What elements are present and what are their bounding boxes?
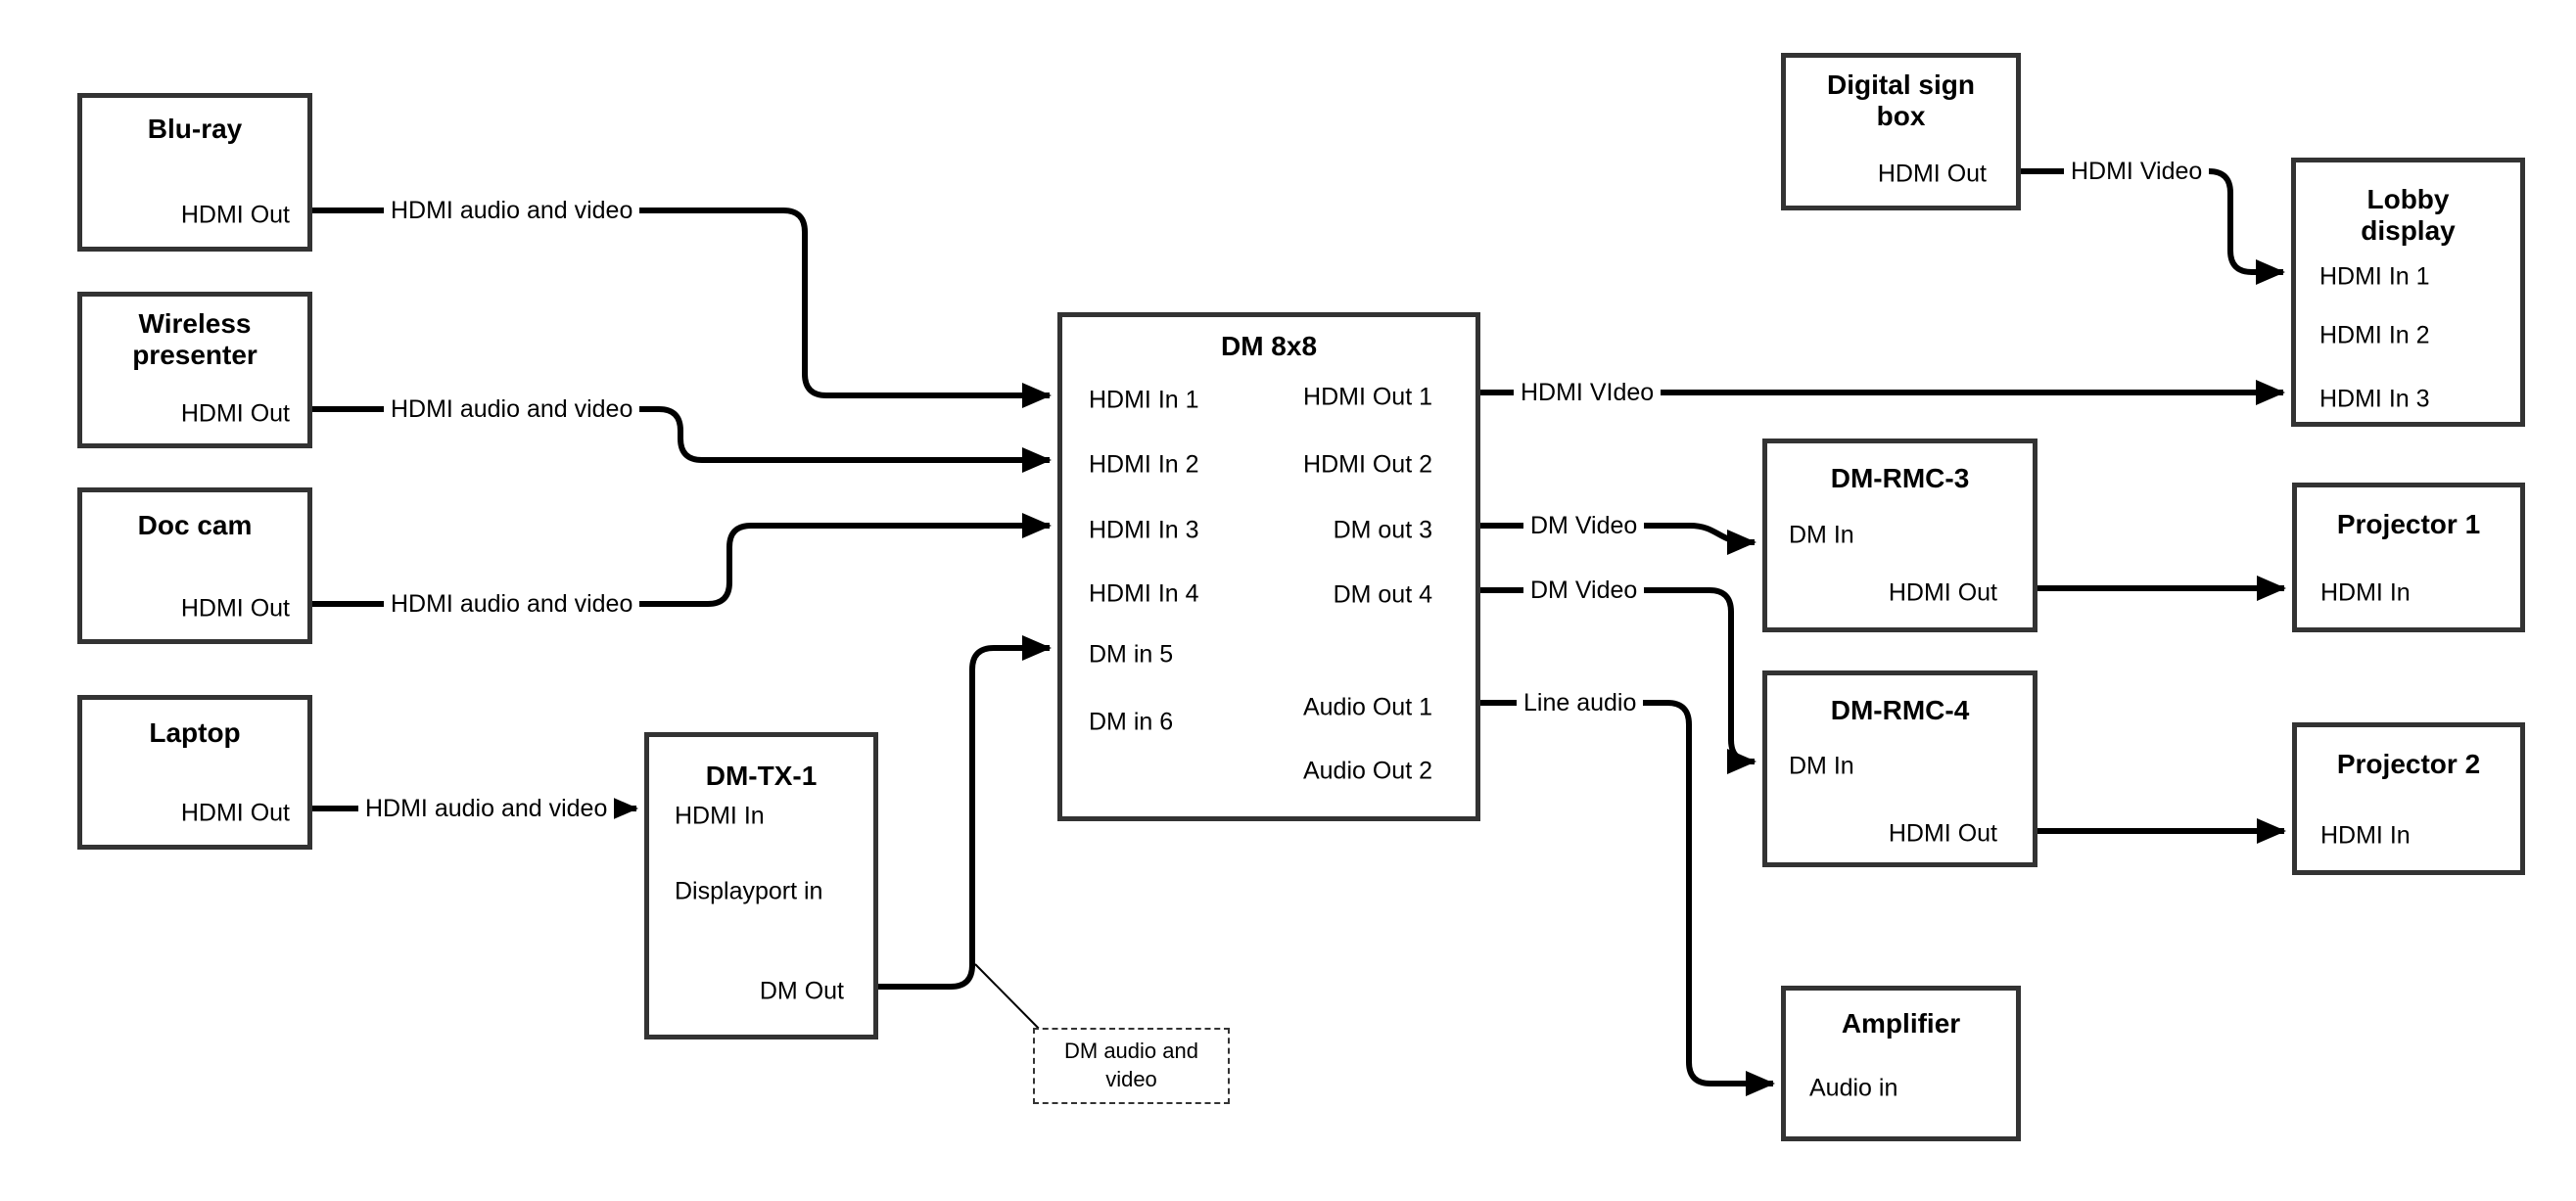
- port-dm8x8-hdmi-out-2: HDMI Out 2: [1303, 450, 1432, 479]
- port-lobby-hdmi-in-2: HDMI In 2: [2319, 321, 2430, 349]
- node-title-dmtx1: DM-TX-1: [705, 761, 818, 791]
- wire-label-laptop-to-dmtx1: HDMI audio and video: [358, 792, 615, 825]
- port-proj2-hdmi-in: HDMI In: [2320, 821, 2411, 850]
- port-dm8x8-dm-in-5: DM in 5: [1089, 640, 1174, 669]
- node-title-dmrmc3: DM-RMC-3: [1830, 463, 1970, 493]
- node-title-laptop: Laptop: [149, 717, 241, 748]
- connection-digitalsign-to-lobby: [2021, 168, 2285, 285]
- port-proj1-hdmi-in: HDMI In: [2320, 578, 2411, 607]
- connection-doccam-to-dm8x8: [312, 513, 1052, 607]
- wire-label-doccam-to-dm8x8: HDMI audio and video: [384, 587, 640, 621]
- node-title-dmrmc4: DM-RMC-4: [1830, 695, 1970, 725]
- annotation-note-text: DM audio and video: [1064, 1039, 1198, 1091]
- port-lobby-hdmi-in-3: HDMI In 3: [2319, 385, 2430, 413]
- port-lobby-hdmi-in-1: HDMI In 1: [2319, 262, 2430, 291]
- note-callout-line: [974, 963, 1051, 1040]
- port-amplifier-audio-in: Audio in: [1809, 1074, 1898, 1102]
- node-title-bluray: Blu-ray: [147, 114, 243, 144]
- port-dmrmc3-hdmi-out: HDMI Out: [1888, 578, 1997, 607]
- node-proj1: Projector 1 HDMI In: [2292, 483, 2525, 632]
- port-dm8x8-audio-out-2: Audio Out 2: [1302, 757, 1432, 785]
- port-dm8x8-hdmi-in-4: HDMI In 4: [1089, 579, 1199, 608]
- node-title-doccam: Doc cam: [137, 510, 253, 540]
- port-dm8x8-dm-in-6: DM in 6: [1089, 708, 1174, 736]
- connection-dm8x8-to-amplifier: [1480, 700, 1775, 1096]
- port-dmtx1-displayport-in: Displayport in: [675, 877, 823, 905]
- node-title-digitalsign: Digital sign box: [1827, 69, 1975, 132]
- wire-label-bluray-to-dm8x8: HDMI audio and video: [384, 194, 640, 227]
- node-proj2: Projector 2 HDMI In: [2292, 722, 2525, 875]
- port-dm8x8-audio-out-1: Audio Out 1: [1302, 693, 1432, 721]
- port-dm8x8-dm-out-4: DM out 4: [1333, 580, 1432, 609]
- wire-label-dm8x8-to-amplifier: Line audio: [1517, 686, 1644, 719]
- port-dmtx1-hdmi-in: HDMI In: [675, 802, 765, 830]
- wire-label-dm8x8-to-lobby: HDMI VIdeo: [1514, 376, 1662, 409]
- port-dm8x8-hdmi-in-2: HDMI In 2: [1089, 450, 1199, 479]
- port-wireless-hdmi-out: HDMI Out: [180, 399, 290, 428]
- node-title-dm8x8: DM 8x8: [1220, 331, 1318, 361]
- node-dmrmc4: DM-RMC-4 DM In HDMI Out: [1762, 670, 2037, 867]
- connection-dmtx1-to-dm8x8: [878, 635, 1052, 990]
- connection-dm8x8-to-dmrmc4: [1480, 587, 1756, 774]
- node-title-wireless: Wireless presenter: [132, 308, 258, 371]
- wire-label-dm8x8-to-dmrmc3: DM Video: [1523, 509, 1645, 542]
- port-dmrmc4-dm-in: DM In: [1789, 752, 1854, 780]
- port-dmrmc4-hdmi-out: HDMI Out: [1888, 819, 1997, 848]
- port-doccam-hdmi-out: HDMI Out: [180, 594, 290, 623]
- node-title-amplifier: Amplifier: [1841, 1008, 1961, 1039]
- port-dmrmc3-dm-in: DM In: [1789, 521, 1854, 549]
- node-dmrmc3: DM-RMC-3 DM In HDMI Out: [1762, 439, 2037, 632]
- port-dm8x8-hdmi-out-1: HDMI Out 1: [1303, 383, 1432, 411]
- port-dm8x8-hdmi-in-3: HDMI In 3: [1089, 516, 1199, 544]
- node-title-lobby: Lobby display: [2361, 184, 2456, 247]
- annotation-note: DM audio and video: [1033, 1028, 1230, 1104]
- connection-wireless-to-dm8x8: [312, 406, 1052, 473]
- port-bluray-hdmi-out: HDMI Out: [180, 201, 290, 229]
- wire-label-wireless-to-dm8x8: HDMI audio and video: [384, 393, 640, 426]
- port-digitalsign-hdmi-out: HDMI Out: [1877, 160, 1987, 188]
- wire-label-dm8x8-to-dmrmc4: DM Video: [1523, 574, 1645, 607]
- connection-dm8x8-to-dmrmc3: [1480, 523, 1756, 555]
- node-title-proj1: Projector 1: [2336, 509, 2481, 539]
- node-title-proj2: Projector 2: [2336, 749, 2481, 779]
- port-dm8x8-dm-out-3: DM out 3: [1333, 516, 1432, 544]
- wire-label-digitalsign-to-lobby: HDMI Video: [2064, 155, 2210, 188]
- port-dmtx1-dm-out: DM Out: [759, 977, 844, 1005]
- port-laptop-hdmi-out: HDMI Out: [180, 799, 290, 827]
- port-dm8x8-hdmi-in-1: HDMI In 1: [1089, 386, 1199, 414]
- connection-bluray-to-dm8x8: [312, 208, 1052, 408]
